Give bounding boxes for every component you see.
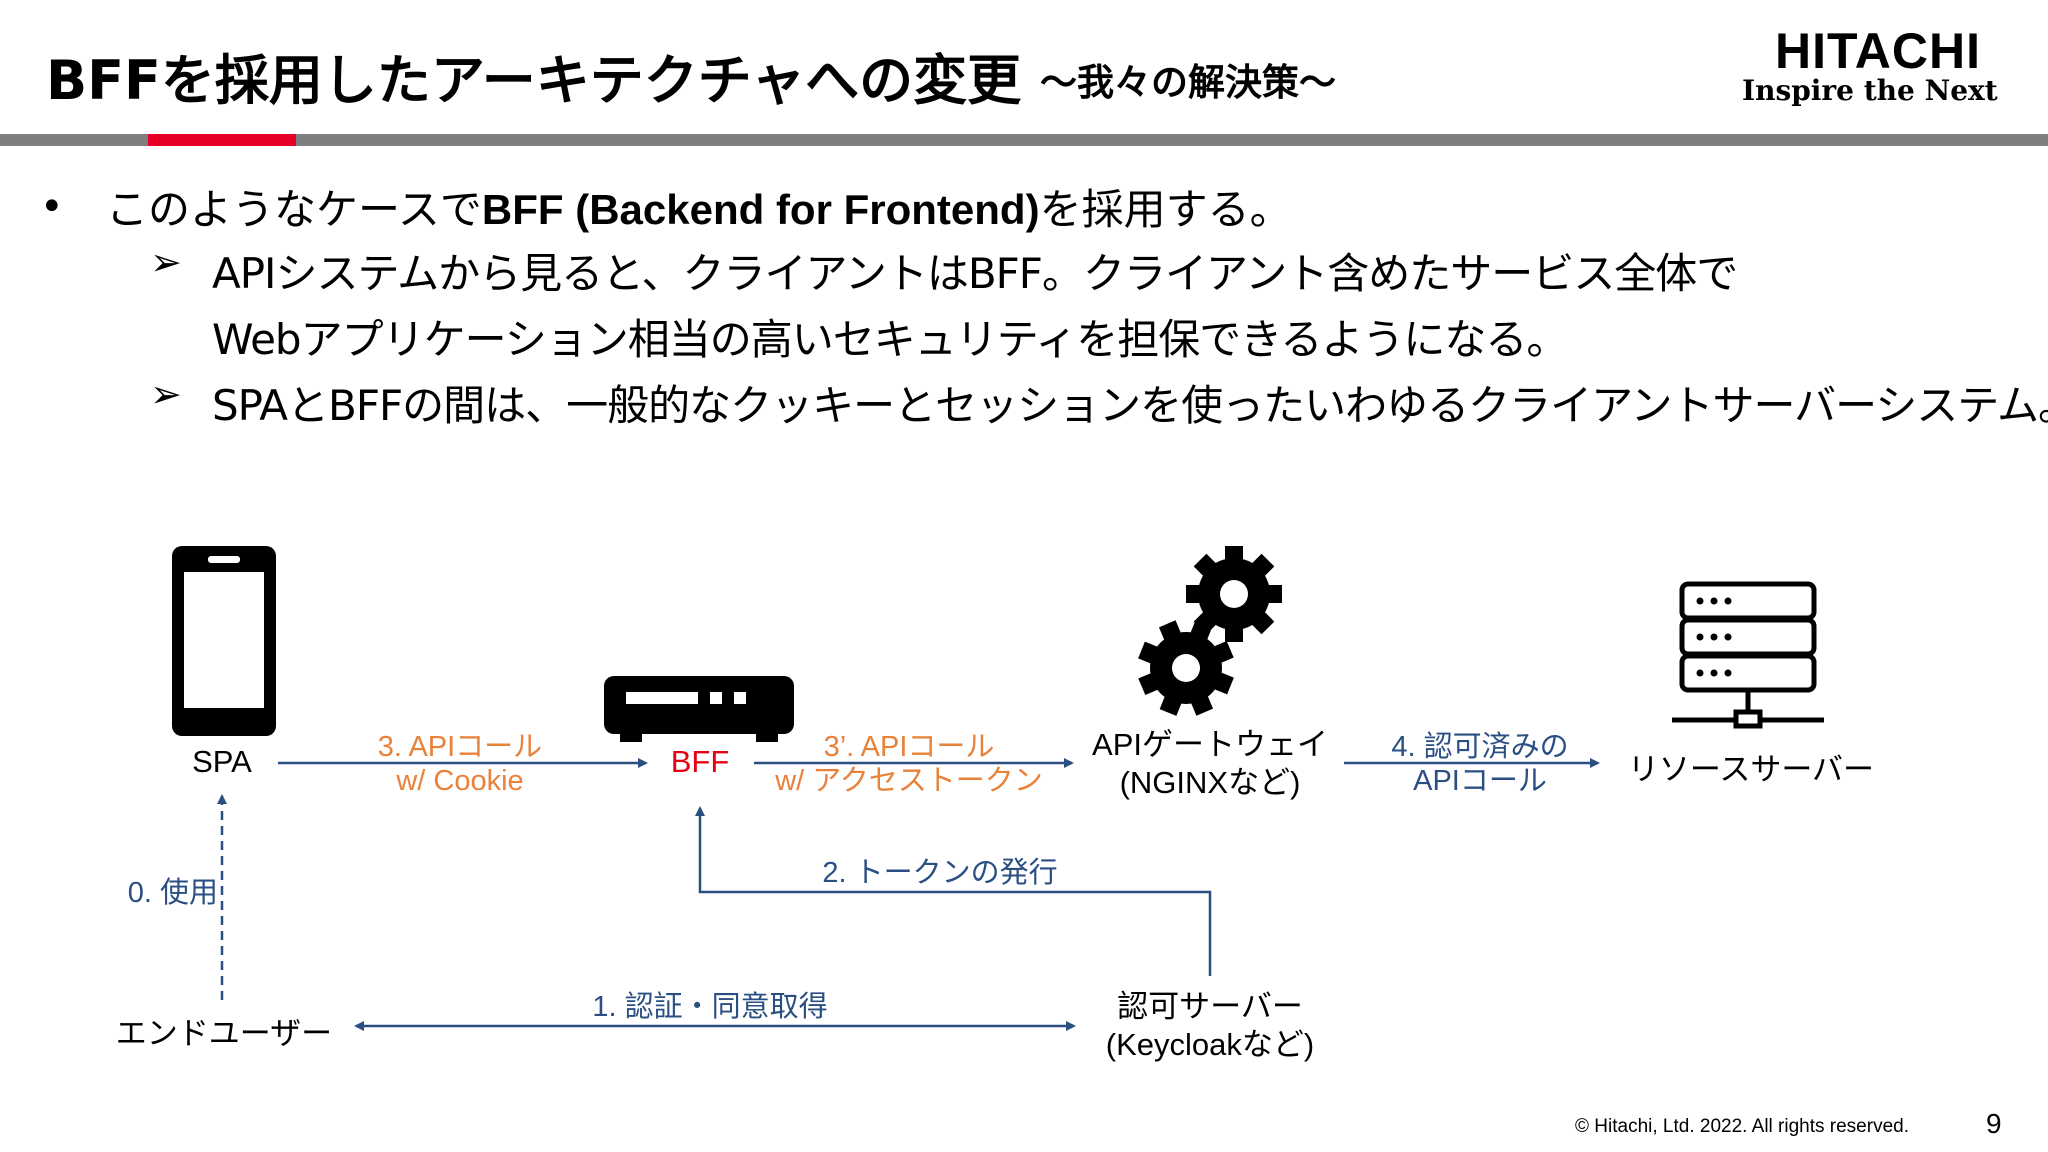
hitachi-logo: HITACHI <box>1774 23 1982 79</box>
edge-label-authorized-api-call: 4. 認可済みの APIコール <box>1360 730 1600 798</box>
edge-label-use: 0. 使用 <box>127 877 218 909</box>
copyright: © Hitachi, Ltd. 2022. All rights reserve… <box>1575 1116 1909 1137</box>
logo-slogan: Inspire the Next <box>1742 74 1998 107</box>
node-bff: BFF <box>670 744 730 779</box>
header-rule <box>0 134 2048 146</box>
server-icon <box>1672 581 1824 729</box>
node-auth-server: 認可サーバー (Keycloakなど) <box>1074 988 1346 1064</box>
edge-label-line: 3’. APIコール <box>823 731 995 763</box>
edge-label-line: 4. 認可済みの <box>1391 731 1569 763</box>
bullet-main-bold: BFF (Backend for Frontend) <box>481 186 1040 233</box>
node-spa: SPA <box>192 744 252 779</box>
edge-label-line: 3. APIコール <box>377 731 543 763</box>
node-auth-server-line-1: 認可サーバー <box>1117 989 1303 1024</box>
edge-label-auth-consent: 1. 認証・同意取得 <box>592 991 828 1023</box>
edge-label-line: w/ アクセストークン <box>775 765 1043 797</box>
node-gateway-line-2: (NGINXなど) <box>1119 765 1301 800</box>
slide-subtitle: ～我々の解決策～ <box>1040 61 1336 104</box>
edge-label-api-call-token: 3’. APIコール w/ アクセストークン <box>756 730 1062 798</box>
slide-title: BFFを採用したアーキテクチャへの変更 <box>46 49 1022 112</box>
header-rule-accent <box>148 134 296 146</box>
sub-bullet-2: SPAとBFFの間は、一般的なクッキーとセッションを使ったいわゆるクライアントサ… <box>212 381 2048 430</box>
bullet-dot-icon: • <box>40 184 64 230</box>
node-gateway-line-1: APIゲートウェイ <box>1092 727 1328 762</box>
server-icon-dots <box>1696 597 1732 677</box>
router-icon <box>604 676 794 742</box>
page-number: 9 <box>1986 1108 2002 1139</box>
node-resource-server: リソースサーバー <box>1627 752 1875 787</box>
node-gateway: APIゲートウェイ (NGINXなど) <box>1070 726 1350 802</box>
edge-label-line: APIコール <box>1413 765 1547 797</box>
node-auth-server-line-2: (Keycloakなど) <box>1105 1027 1315 1062</box>
sub-bullet-arrow-icon: ➢ <box>150 372 182 416</box>
sub-bullet-1-line-1: APIシステムから見ると、クライアントはBFF。クライアント含めたサービス全体で <box>212 249 1738 298</box>
bullet-main: このようなケースでBFF (Backend for Frontend)を採用する… <box>106 176 1292 237</box>
sub-bullet-1-line-2: Webアプリケーション相当の高いセキュリティを担保できるようになる。 <box>212 315 1568 364</box>
edge-label-api-call-cookie: 3. APIコール w/ Cookie <box>340 730 580 798</box>
bullet-main-suffix: を採用する。 <box>1039 185 1292 234</box>
gears-icon <box>1138 546 1282 716</box>
node-end-user: エンドユーザー <box>115 1016 333 1051</box>
bullet-main-prefix: このようなケースで <box>106 185 482 234</box>
edge-label-token-issue: 2. トークンの発行 <box>822 857 1058 889</box>
smartphone-icon <box>172 546 276 736</box>
sub-bullet-arrow-icon: ➢ <box>150 240 182 284</box>
edge-label-line: w/ Cookie <box>396 765 524 797</box>
arrow-auth-to-bff <box>695 806 1212 976</box>
